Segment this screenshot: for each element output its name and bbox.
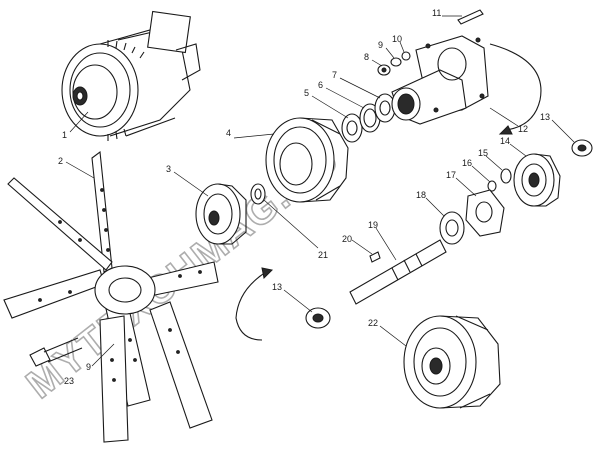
part-housing-12 [391, 35, 489, 125]
callout-7: 7 [332, 70, 337, 80]
part-lock-plate-17 [465, 189, 505, 237]
part-bearing-5 [341, 113, 363, 143]
callout-13-top: 13 [540, 112, 550, 122]
part-hub-3 [195, 183, 247, 245]
callout-22: 22 [368, 318, 378, 328]
part-bolt-23 [29, 337, 83, 367]
part-spacer-16 [487, 180, 497, 192]
callout-21: 21 [318, 250, 328, 260]
callout-12: 12 [518, 124, 528, 134]
part-washer-9 [390, 57, 402, 67]
part-nut-13-bottom [305, 307, 331, 329]
part-washer-10 [401, 51, 411, 61]
part-stud-11 [457, 9, 484, 25]
callout-1: 1 [62, 130, 67, 140]
callout-5: 5 [304, 88, 309, 98]
callout-3: 3 [166, 164, 171, 174]
callout-2: 2 [58, 156, 63, 166]
callout-16: 16 [462, 158, 472, 168]
part-key-20 [369, 251, 381, 263]
callout-19: 19 [368, 220, 378, 230]
part-fan-blades [3, 150, 219, 443]
part-shaft-19 [349, 239, 447, 305]
callout-6: 6 [318, 80, 323, 90]
callout-10: 10 [392, 34, 402, 44]
part-gear-14 [513, 153, 561, 207]
part-assembled-drive [61, 10, 201, 141]
part-bearing-18 [439, 211, 465, 245]
callout-20: 20 [342, 234, 352, 244]
part-pulley-22 [403, 315, 501, 409]
part-nut-13-top [571, 139, 593, 157]
part-washer-15 [500, 168, 512, 184]
callout-labels: 1 2 3 4 5 6 7 8 9 10 11 12 13 13 14 15 1… [58, 8, 550, 386]
callout-9: 9 [378, 40, 383, 50]
callout-23: 23 [64, 376, 74, 386]
callout-13-bottom: 13 [272, 282, 282, 292]
callout-17: 17 [446, 170, 456, 180]
part-bearing-21 [250, 183, 266, 205]
callout-18: 18 [416, 190, 426, 200]
leader-lines [65, 15, 575, 367]
callout-15: 15 [478, 148, 488, 158]
callout-4: 4 [226, 128, 231, 138]
callout-8: 8 [364, 52, 369, 62]
rotation-arrow-bottom [235, 267, 274, 341]
rotation-arrow-top [489, 43, 542, 135]
callout-14: 14 [500, 136, 510, 146]
part-pulley-4 [265, 117, 349, 203]
callout-9-bottom: 9 [86, 362, 91, 372]
part-nut-8 [377, 64, 391, 76]
callout-11: 11 [432, 8, 441, 18]
